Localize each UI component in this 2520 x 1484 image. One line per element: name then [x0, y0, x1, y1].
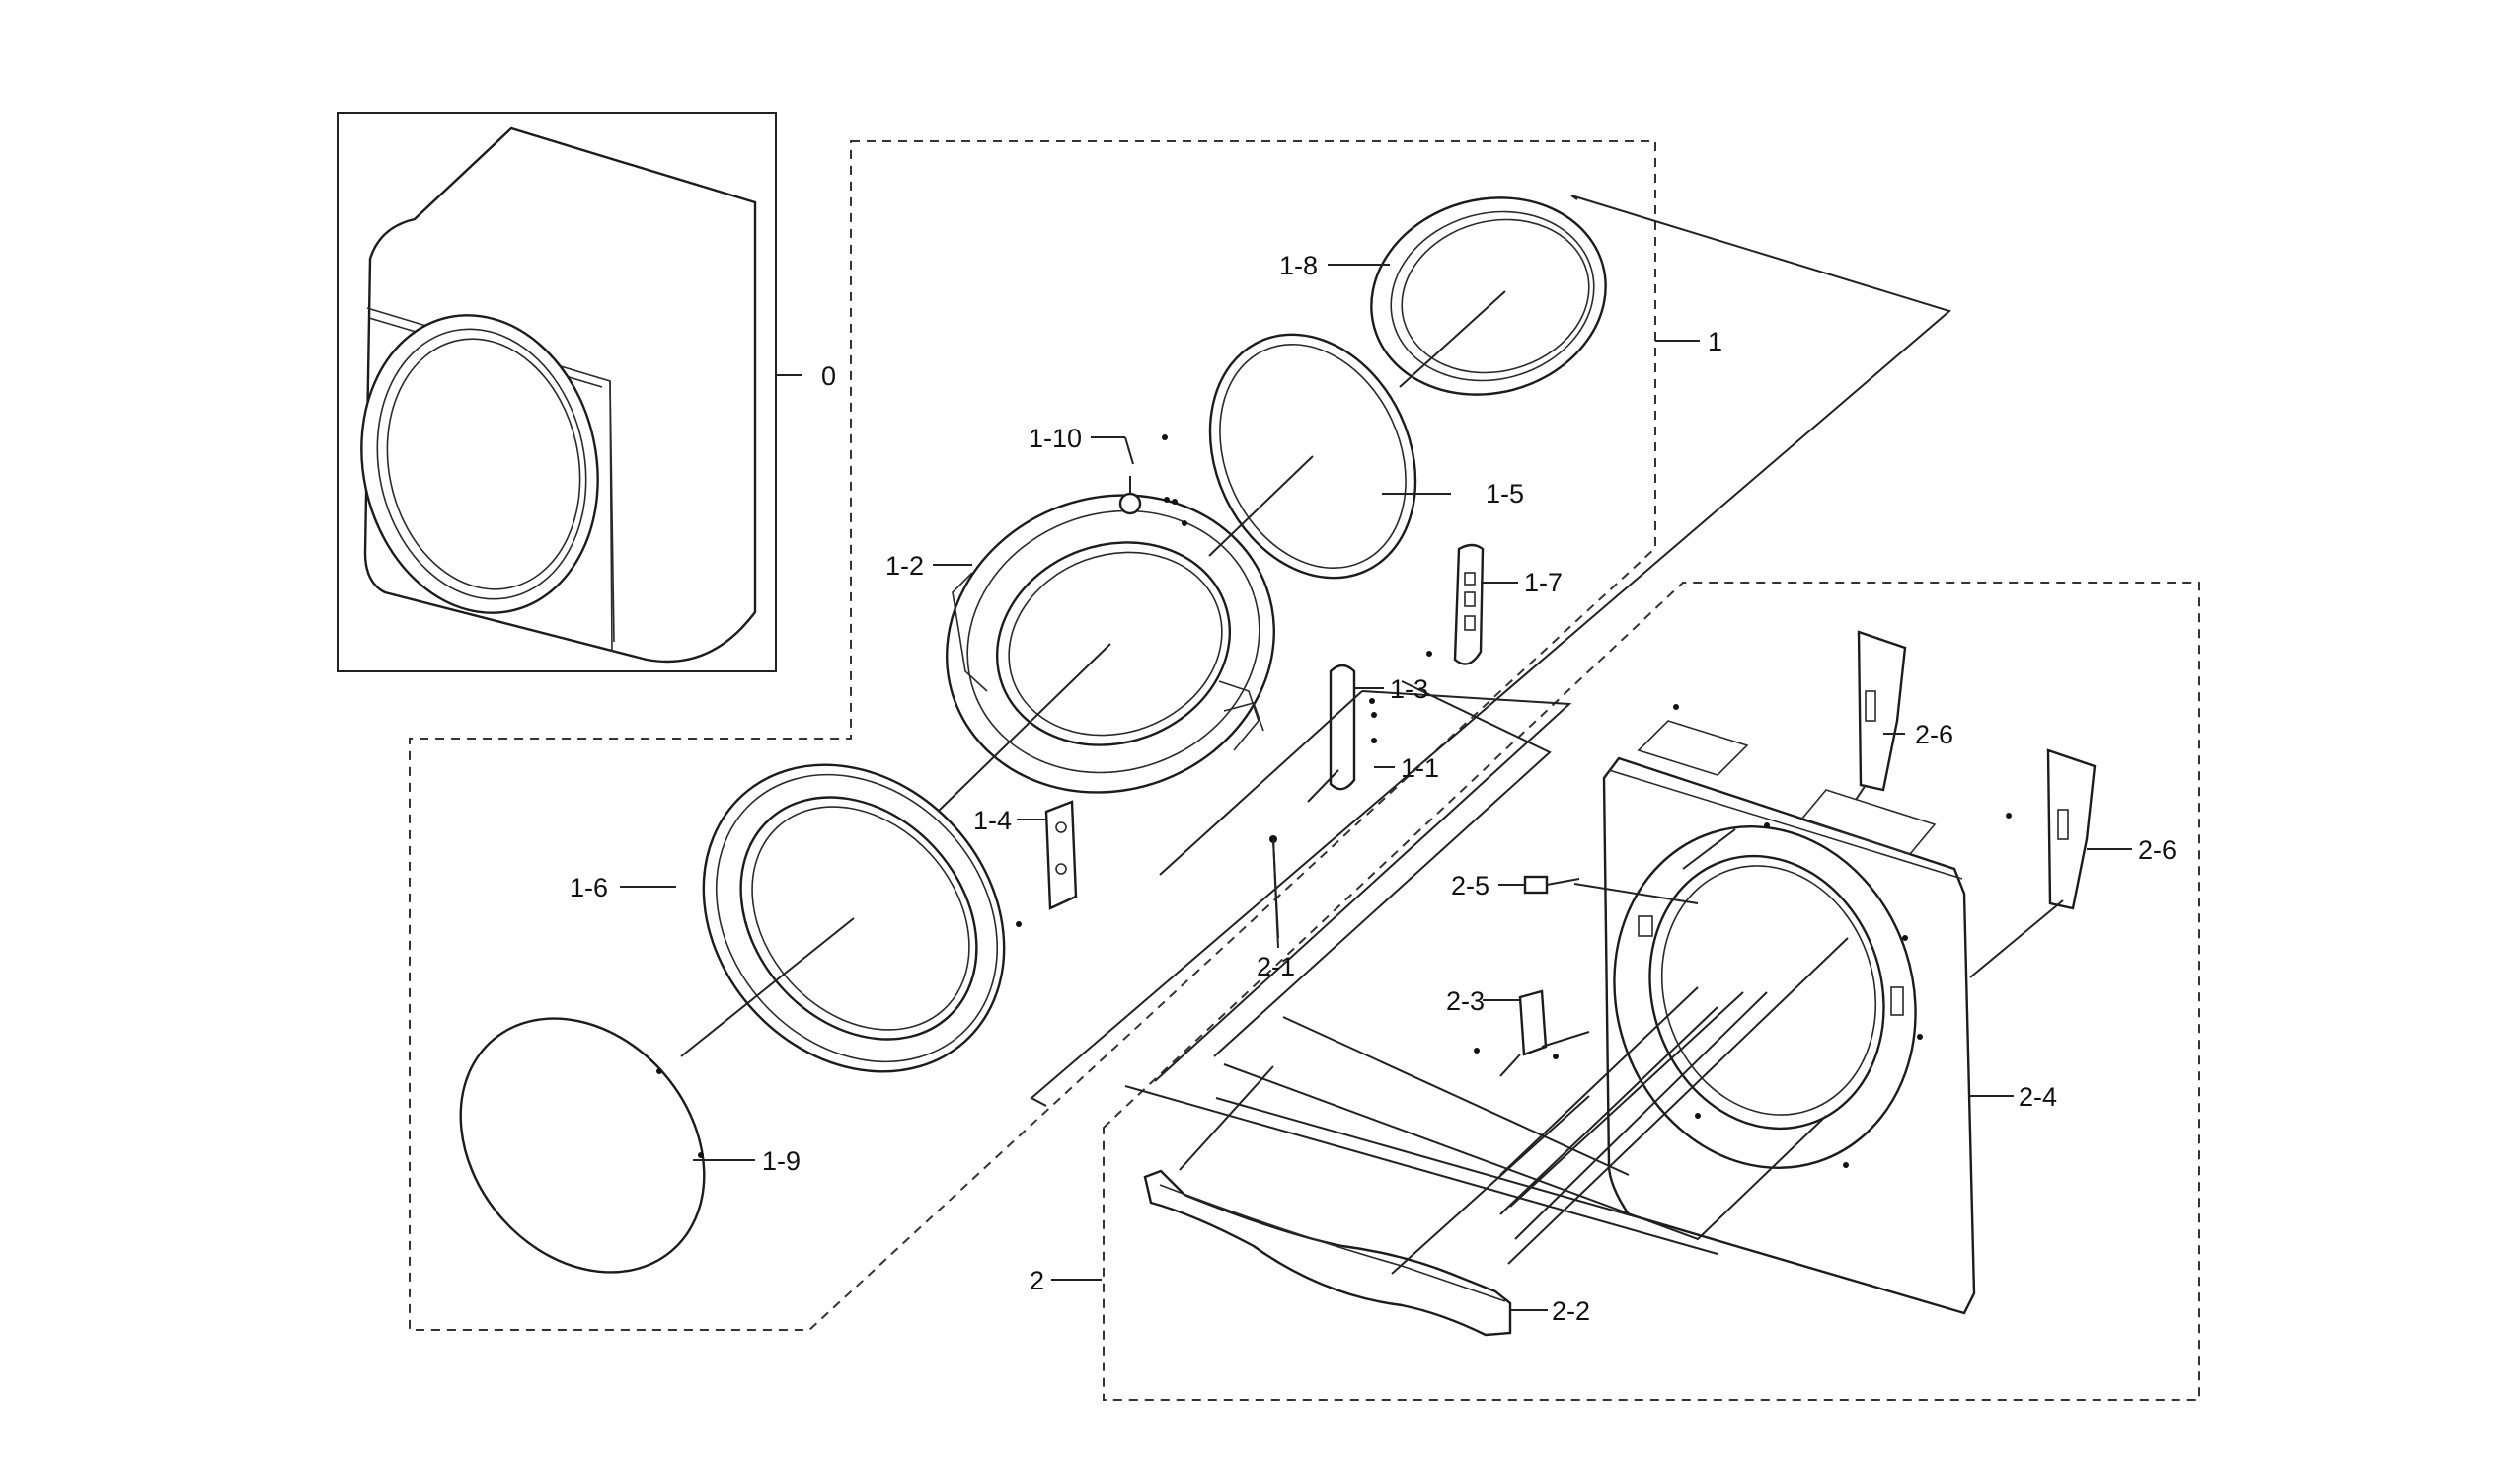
door-latch-bracket: [1016, 800, 1078, 927]
assembly-2-boundary: [1103, 582, 2200, 1401]
label-part-1-7: 1-7: [1524, 568, 1563, 597]
label-part-1-3: 1-3: [1390, 674, 1428, 704]
door-hinge-plate: [1426, 543, 1485, 665]
label-part-1-1: 1-1: [1401, 753, 1439, 783]
complete-dryer-unit: [360, 126, 757, 664]
label-part-2: 2: [1030, 1266, 1044, 1295]
label-part-2-1: 2-1: [1257, 952, 1295, 981]
front-panel-top-ribs: [1637, 704, 2012, 855]
label-part-2-6-upper: 2-6: [1915, 720, 1953, 749]
label-part-1-4: 1-4: [973, 806, 1012, 835]
lower-front-cover: [1143, 1169, 1512, 1337]
projection-lines: [680, 195, 2064, 1275]
label-part-2-6-lower: 2-6: [2138, 835, 2176, 865]
label-part-1-6: 1-6: [570, 873, 608, 902]
door-switch: [1523, 875, 1580, 895]
door-outer-glass: [1370, 196, 1607, 396]
label-part-1-5: 1-5: [1486, 479, 1524, 508]
door-hinge: [1329, 664, 1377, 791]
label-part-1: 1: [1708, 327, 1722, 356]
label-part-2-3: 2-3: [1446, 986, 1485, 1016]
side-bracket-lower: [2046, 748, 2097, 910]
door-cover: [459, 1017, 706, 1274]
label-part-2-5: 2-5: [1451, 871, 1489, 900]
door-latch-screw: [1118, 434, 1187, 526]
label-part-1-8: 1-8: [1279, 251, 1318, 280]
part-labels: 0 1 1-8 1-5 1-10 1-2 1-7 1-3 1-1 1-4 1-6…: [570, 251, 2176, 1326]
door-lock: [1474, 989, 1559, 1059]
label-part-1-10: 1-10: [1029, 424, 1082, 453]
assembly-1-boundary: [409, 140, 1656, 1331]
label-part-1-9: 1-9: [762, 1146, 801, 1176]
label-part-2-4: 2-4: [2019, 1082, 2057, 1112]
assembly-0-frame: [337, 112, 777, 672]
label-part-2-2: 2-2: [1552, 1296, 1590, 1326]
label-part-0: 0: [821, 361, 836, 391]
label-part-1-2: 1-2: [885, 551, 924, 581]
leader-lines: [620, 264, 2132, 1311]
side-bracket-upper: [1857, 630, 1907, 792]
